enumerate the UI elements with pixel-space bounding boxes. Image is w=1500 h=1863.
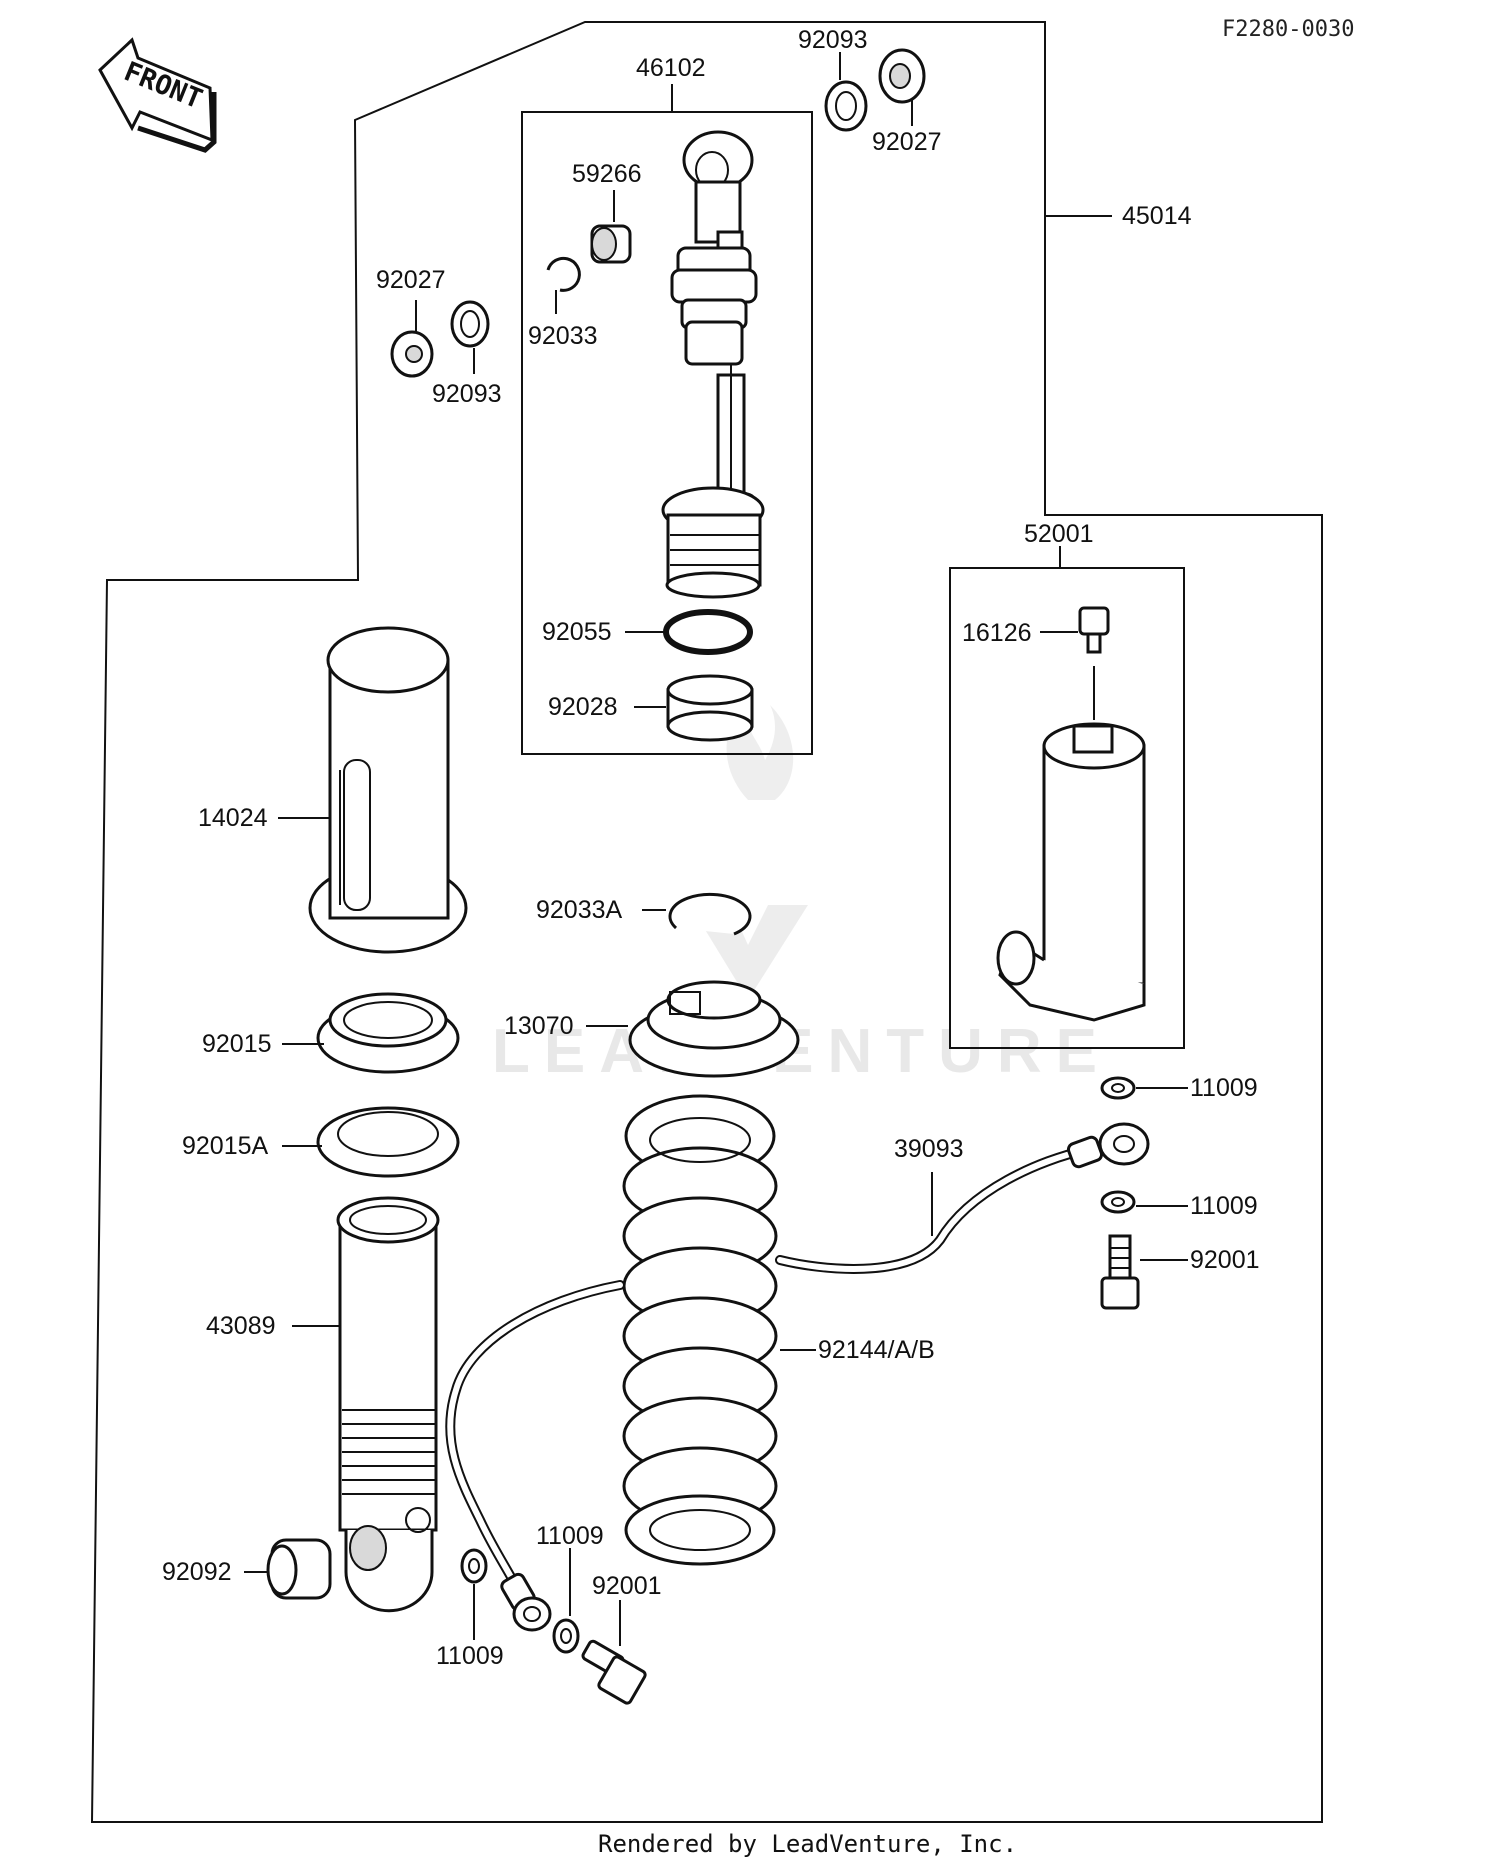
- label-16126: 16126: [962, 619, 1032, 647]
- part-92093-washer-left: [450, 300, 490, 348]
- label-43089: 43089: [206, 1312, 276, 1340]
- part-11009-washer-b2: [552, 1618, 580, 1654]
- label-59266: 59266: [572, 160, 642, 188]
- label-46102: 46102: [636, 54, 706, 82]
- footer-credit: Rendered by LeadVenture, Inc.: [598, 1830, 1017, 1858]
- reservoir-canister: [996, 722, 1146, 1022]
- part-43089-body: [336, 1196, 440, 1613]
- part-11009-washer-b1: [460, 1548, 488, 1584]
- diagram-code: F2280-0030: [1222, 17, 1354, 42]
- label-92093-left: 92093: [432, 380, 502, 408]
- label-92033A: 92033A: [536, 896, 623, 924]
- label-92092: 92092: [162, 1558, 232, 1586]
- label-11009-r1: 11009: [1190, 1074, 1258, 1102]
- part-92015-locknut: [316, 992, 460, 1074]
- hose-fitting-upper: [1066, 1122, 1150, 1169]
- part-92033-circlip: [546, 256, 581, 292]
- part-14024-cover: [308, 626, 468, 954]
- label-92027-left: 92027: [376, 266, 446, 294]
- hose-fitting-lower: [500, 1572, 552, 1632]
- label-92015A: 92015A: [182, 1132, 269, 1160]
- part-59266-bushing: [590, 224, 632, 264]
- part-92055-oring: [663, 609, 753, 655]
- label-52001: 52001: [1024, 520, 1094, 548]
- shock-rod-46102: [661, 130, 765, 599]
- label-92144: 92144/A/B: [818, 1336, 935, 1364]
- label-11009-b2: 11009: [536, 1522, 604, 1550]
- part-92015A-locknut: [316, 1106, 460, 1178]
- part-11009-washer-r2: [1100, 1190, 1136, 1214]
- label-39093: 39093: [894, 1135, 964, 1163]
- label-13070: 13070: [504, 1012, 574, 1040]
- label-45014: 45014: [1122, 202, 1192, 230]
- part-92027-left: [390, 330, 434, 378]
- part-16126-valve: [1078, 606, 1110, 654]
- label-92001-right: 92001: [1190, 1246, 1260, 1274]
- watermark: LEADVENTURE: [492, 700, 1111, 1086]
- box-52001: [949, 567, 1185, 1049]
- part-11009-washer-r1: [1100, 1076, 1136, 1100]
- part-92033A-circlip: [668, 892, 752, 936]
- part-92092-bushing: [266, 1538, 332, 1600]
- label-92001-bottom: 92001: [592, 1572, 662, 1600]
- part-92093-washer-top: [824, 80, 868, 132]
- part-92027-top: [878, 48, 926, 104]
- label-92015: 92015: [202, 1030, 272, 1058]
- assembly-border: [90, 21, 1323, 1823]
- part-92001-bolt-right: [1100, 1234, 1140, 1310]
- part-92144-spring: [622, 1094, 778, 1566]
- label-11009-b1: 11009: [436, 1642, 504, 1670]
- watermark-text: LEADVENTURE: [492, 1017, 1111, 1086]
- label-14024: 14024: [198, 804, 268, 832]
- label-92027-top: 92027: [872, 128, 942, 156]
- label-92093-top: 92093: [798, 26, 868, 54]
- label-11009-r2: 11009: [1190, 1192, 1258, 1220]
- part-13070-seat: [628, 980, 800, 1078]
- box-46102: [521, 111, 813, 755]
- label-92033: 92033: [528, 322, 598, 350]
- label-92055: 92055: [542, 618, 612, 646]
- label-92028: 92028: [548, 693, 618, 721]
- part-92001-bolt-bottom: [581, 1639, 647, 1705]
- front-arrow-icon: FRONT: [98, 37, 217, 153]
- part-92028-ring: [666, 674, 754, 742]
